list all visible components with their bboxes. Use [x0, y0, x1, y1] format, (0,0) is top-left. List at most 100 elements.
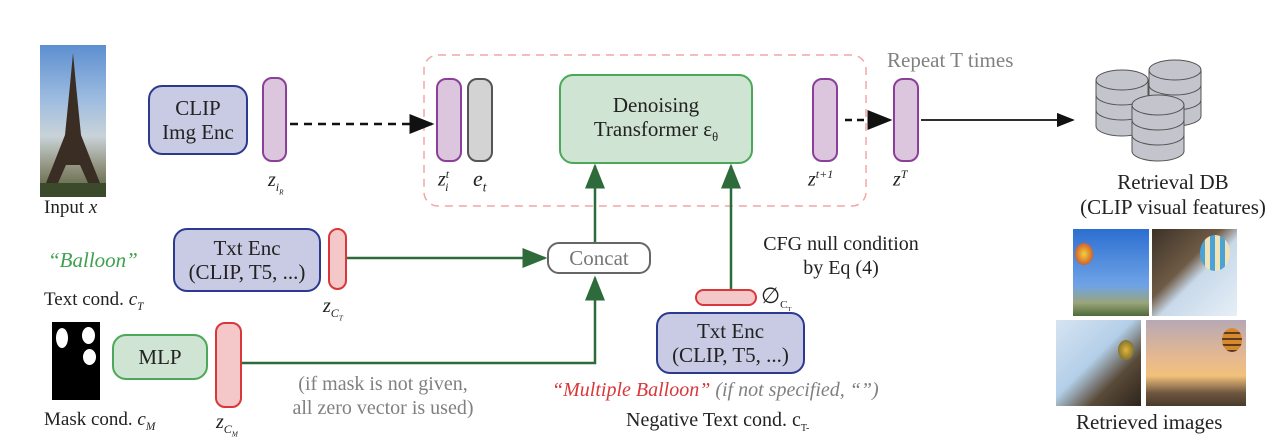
input-image: [40, 45, 106, 197]
z-cm-label: zCM: [216, 412, 238, 439]
transformer-line2-text: Transformer ε: [593, 117, 713, 142]
neg-text-label-text: Negative Text cond. c: [626, 409, 801, 431]
z-cm-base: z: [216, 411, 224, 433]
mask-cond-label: Mask cond. cM: [44, 410, 155, 433]
z-t1-label: zt+1: [808, 168, 833, 190]
database-icon: [1095, 59, 1202, 162]
text-cond-label-text: Text cond.: [44, 289, 124, 310]
z-cm-sub: C: [223, 422, 232, 436]
balloon-icon: [1075, 243, 1093, 265]
balloon-icon: [1200, 235, 1230, 271]
text-cond-prompt: “Balloon”: [48, 248, 138, 272]
null-subsub: T: [787, 306, 792, 314]
mask-blob: [82, 327, 95, 344]
repeat-label: Repeat T times: [887, 48, 1014, 72]
z-ir-subsub: R: [279, 188, 284, 197]
z-t1-vector: [812, 78, 838, 162]
neg-text-prompt-line: “Multiple Balloon” (if not specified, “”…: [552, 380, 879, 400]
z-cm-vector: [215, 322, 242, 408]
balloon-icon: [1118, 340, 1134, 360]
z-ct-subsub: T: [338, 314, 343, 323]
neg-text-label: Negative Text cond. cT-: [626, 410, 809, 434]
z-ir-sub: i: [275, 180, 280, 194]
mask-note: (if mask is not given, all zero vector i…: [272, 372, 494, 420]
cfg-line1: CFG null condition: [763, 233, 919, 255]
z-T-sup: T: [900, 167, 908, 181]
retrieval-line1: Retrieval DB: [1117, 170, 1229, 194]
mask-note-line1: (if mask is not given,: [298, 373, 468, 395]
retrieval-line2: (CLIP visual features): [1080, 195, 1266, 220]
cfg-label: CFG null condition by Eq (4): [746, 232, 936, 280]
retrieved-image-3: [1056, 320, 1141, 406]
z-t-base: z: [438, 168, 446, 191]
text-cond-var: c: [128, 289, 138, 310]
cfg-line2: by Eq (4): [803, 257, 879, 279]
z-ir-vector: [262, 77, 287, 162]
text-cond-var-sub: T: [137, 300, 144, 313]
retrieval-db-label: Retrieval DB (CLIP visual features): [1073, 170, 1273, 220]
neg-txt-enc-line2: (CLIP, T5, ...): [672, 343, 789, 367]
input-label: Input x: [44, 198, 97, 217]
transformer-line1: Denoising: [612, 93, 700, 118]
z-ct-base: z: [323, 295, 331, 317]
z-ct-vector: [328, 228, 347, 290]
z-ct-sub: C: [330, 306, 339, 320]
retrieved-image-1: [1073, 229, 1149, 316]
null-symbol: ∅: [761, 283, 781, 308]
txt-enc-line1: Txt Enc: [213, 235, 281, 260]
z-t1-sup: t+1: [815, 167, 834, 181]
z-t-sup: t: [445, 167, 450, 181]
mlp-block: MLP: [112, 334, 208, 380]
retrieved-image-4: [1146, 320, 1246, 406]
z-ir-label: ziR: [268, 170, 284, 197]
input-var: x: [88, 197, 98, 218]
mask-cond-var-sub: M: [145, 420, 156, 433]
z-t-vector: [436, 78, 462, 162]
mask-blob: [56, 328, 68, 348]
eiffel-tower-icon: [40, 53, 106, 197]
z-ir-base: z: [268, 169, 276, 191]
arrow-zcm-to-concat: [242, 275, 605, 365]
neg-text-note: (if not specified, “”): [715, 379, 879, 401]
e-t-vector: [467, 78, 493, 162]
txt-enc-block: Txt Enc (CLIP, T5, ...): [173, 228, 321, 292]
null-cond-label: ∅CT: [761, 285, 792, 314]
null-sub: C: [780, 299, 788, 312]
transformer-line2: Transformer εθ: [594, 117, 718, 145]
z-t-label: zti: [438, 167, 450, 194]
clip-img-enc-line1: CLIP: [175, 95, 221, 120]
z-T-base: z: [893, 168, 901, 191]
clip-img-enc-line2: Img Enc: [162, 120, 234, 144]
z-T-vector: [893, 78, 919, 162]
neg-text-prompt: “Multiple Balloon”: [552, 379, 711, 401]
input-label-text: Input: [44, 197, 85, 218]
text-cond-label: Text cond. cT: [44, 290, 143, 313]
null-cond-vector: [695, 289, 757, 306]
e-t-label: et: [473, 168, 486, 194]
z-cm-subsub: M: [231, 430, 238, 439]
z-T-label: zT: [893, 168, 907, 190]
mask-cond-var: c: [137, 409, 146, 430]
e-t-base: e: [473, 166, 483, 191]
mask-blob: [83, 349, 96, 365]
retrieved-images-label: Retrieved images: [1076, 410, 1223, 434]
concat-label: Concat: [569, 245, 629, 270]
txt-enc-line2: (CLIP, T5, ...): [188, 260, 306, 284]
retrieved-image-2: [1152, 229, 1237, 316]
concat-block: Concat: [547, 242, 651, 274]
neg-txt-enc-line1: Txt Enc: [696, 318, 765, 343]
balloon-icon: [1222, 328, 1242, 352]
z-t-sub: i: [445, 179, 449, 194]
transformer-sub: θ: [712, 130, 719, 145]
mlp-label: MLP: [138, 344, 182, 369]
mask-note-line2: all zero vector is used): [292, 397, 474, 419]
clip-img-enc-block: CLIP Img Enc: [148, 85, 248, 155]
neg-txt-enc-block: Txt Enc (CLIP, T5, ...): [656, 312, 805, 374]
neg-text-label-sub: T-: [800, 423, 810, 434]
mask-cond-label-text: Mask cond.: [44, 409, 133, 430]
z-t1-base: z: [808, 168, 816, 191]
denoising-transformer-block: Denoising Transformer εθ: [559, 74, 753, 164]
mask-image: [52, 322, 100, 400]
z-ct-label: zCT: [323, 296, 343, 323]
